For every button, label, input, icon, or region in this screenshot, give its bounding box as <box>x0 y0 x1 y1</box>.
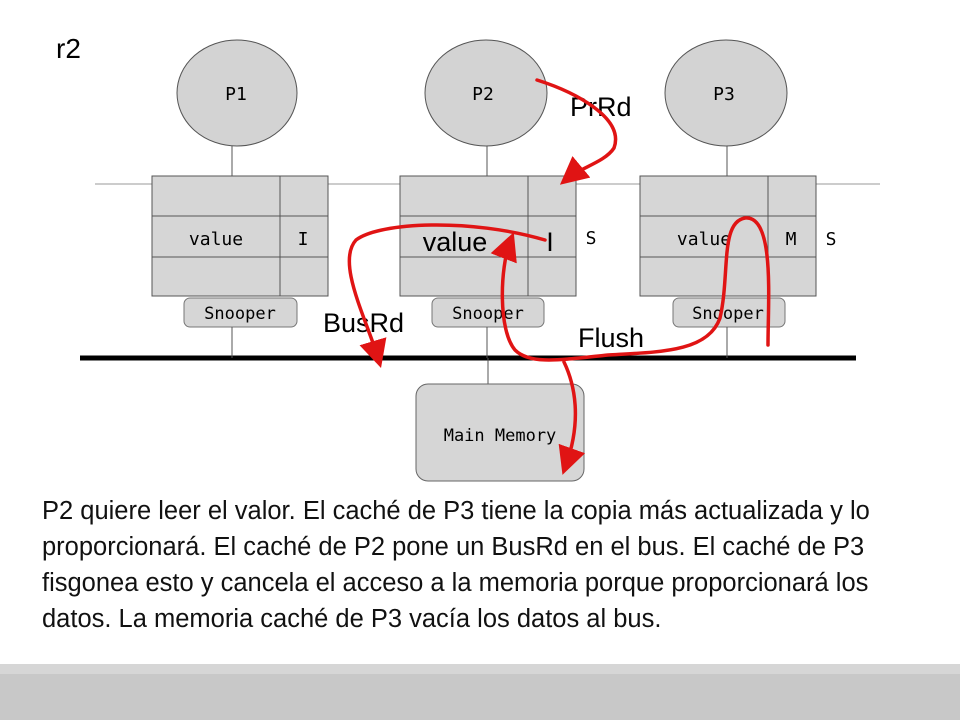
cache-p1-state: I <box>298 229 309 250</box>
cache-p2-value: value <box>423 227 488 257</box>
footer-band-strip <box>0 664 960 674</box>
snooper-p2-label: Snooper <box>452 304 524 324</box>
caption-text: P2 quiere leer el valor. El caché de P3 … <box>42 497 870 633</box>
flush-label: Flush <box>578 323 644 353</box>
cache-p2-state: I <box>546 227 554 257</box>
processor-p1-label: P1 <box>225 84 247 105</box>
processor-p2[interactable] <box>424 39 548 147</box>
processor-p3-group: P3 value M S Snooper <box>639 39 837 358</box>
cache-p1 <box>151 175 329 297</box>
cache-p3-value: value <box>677 229 731 250</box>
snooper-p1-label: Snooper <box>204 304 276 324</box>
processor-p1-group: P1 value I Snooper <box>151 39 329 358</box>
snooper-p2[interactable] <box>431 297 545 328</box>
cache-p1-value: value <box>189 229 243 250</box>
processor-p3[interactable] <box>664 39 788 147</box>
cache-p2-next-state: S <box>586 228 597 249</box>
processor-p2-group: P2 value I S Snooper <box>399 39 597 358</box>
processor-p2-label: P2 <box>472 84 494 105</box>
slide-label: r2 <box>56 33 81 64</box>
cache-p3 <box>639 175 817 297</box>
cache-p3-next-state: S <box>826 229 837 250</box>
snooper-p3[interactable] <box>672 297 786 328</box>
main-memory-label: Main Memory <box>444 426 557 446</box>
processor-p3-label: P3 <box>713 84 735 105</box>
flush-arrow <box>490 216 771 362</box>
cache-p3-state: M <box>786 229 797 250</box>
memory-arrow <box>558 360 586 475</box>
cache-p2 <box>399 175 577 297</box>
footer-band <box>0 664 960 720</box>
snooper-p3-label: Snooper <box>692 304 764 324</box>
main-memory[interactable] <box>415 383 585 482</box>
busrd-arrow <box>347 223 547 369</box>
snooper-p1[interactable] <box>183 297 298 328</box>
processor-p1[interactable] <box>176 39 298 147</box>
prrd-arrow <box>535 78 618 185</box>
